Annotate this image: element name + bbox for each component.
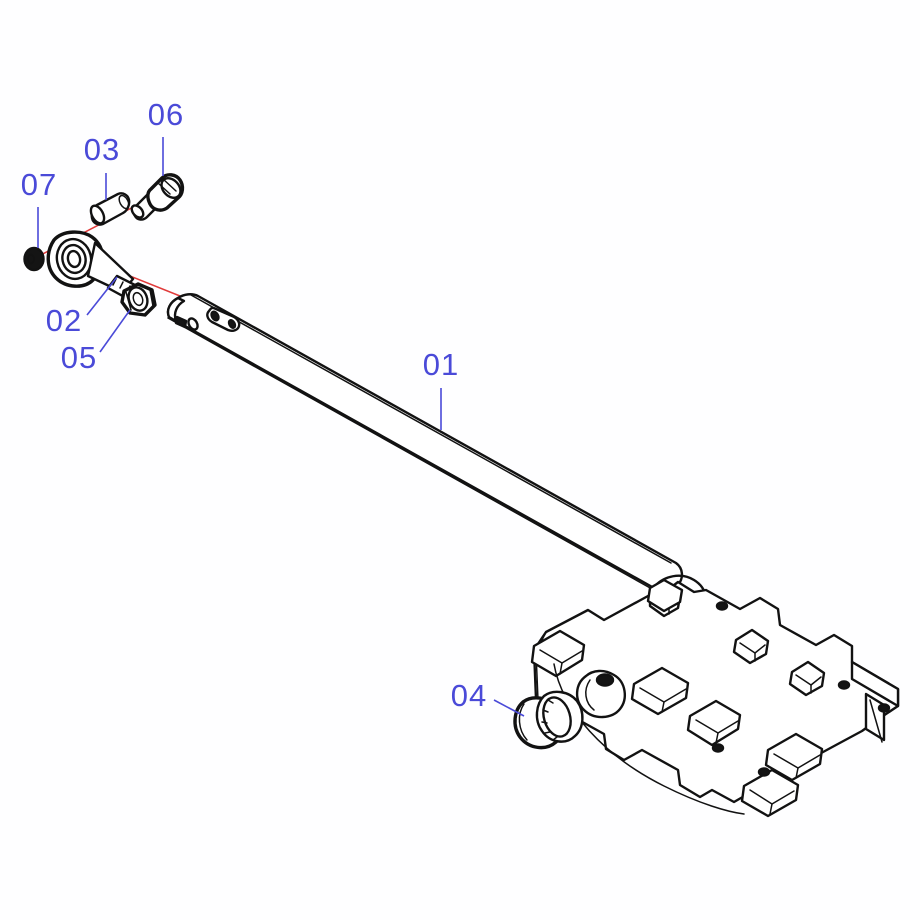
callout-label-06[interactable]: 06 bbox=[148, 97, 184, 132]
callout-label-03[interactable]: 03 bbox=[84, 132, 120, 167]
part-01-main-tube-rod bbox=[166, 293, 708, 624]
part-07-lock-nut-washer bbox=[23, 246, 45, 272]
tube-top-edge bbox=[190, 294, 672, 564]
part-06-hex-bolt bbox=[130, 173, 185, 221]
bracket-upper-notches bbox=[648, 584, 826, 697]
tube-end-clip bbox=[174, 315, 188, 329]
part-03-bushing-spacer bbox=[89, 192, 131, 226]
part-05-hex-nut bbox=[120, 282, 157, 317]
bracket-center-gussets bbox=[630, 666, 824, 782]
callout-leaders bbox=[37, 137, 525, 717]
bracket-foot-tab bbox=[740, 768, 800, 818]
bracket-pivot-boss bbox=[575, 669, 626, 719]
callout-label-07[interactable]: 07 bbox=[21, 167, 57, 202]
callout-label-05[interactable]: 05 bbox=[61, 340, 97, 375]
callout-labels: 01 02 03 04 05 06 07 bbox=[21, 97, 487, 713]
leader-05 bbox=[99, 309, 131, 353]
part-04-round-plug-cap bbox=[513, 690, 584, 750]
callout-label-02[interactable]: 02 bbox=[46, 303, 82, 338]
bracket-top-tab bbox=[646, 578, 684, 613]
callout-label-04[interactable]: 04 bbox=[451, 678, 487, 713]
callout-label-01[interactable]: 01 bbox=[423, 347, 459, 382]
mounting-bracket bbox=[530, 578, 900, 818]
plug-front-arc bbox=[518, 703, 528, 741]
tube-body bbox=[166, 293, 684, 592]
bracket-left-gusset bbox=[530, 629, 586, 678]
leader-02 bbox=[86, 276, 118, 316]
plug-knurl-marks bbox=[541, 699, 558, 741]
leader-04 bbox=[493, 699, 525, 717]
tube-bottom-edge bbox=[167, 317, 653, 590]
bracket-right-flange bbox=[850, 660, 900, 743]
